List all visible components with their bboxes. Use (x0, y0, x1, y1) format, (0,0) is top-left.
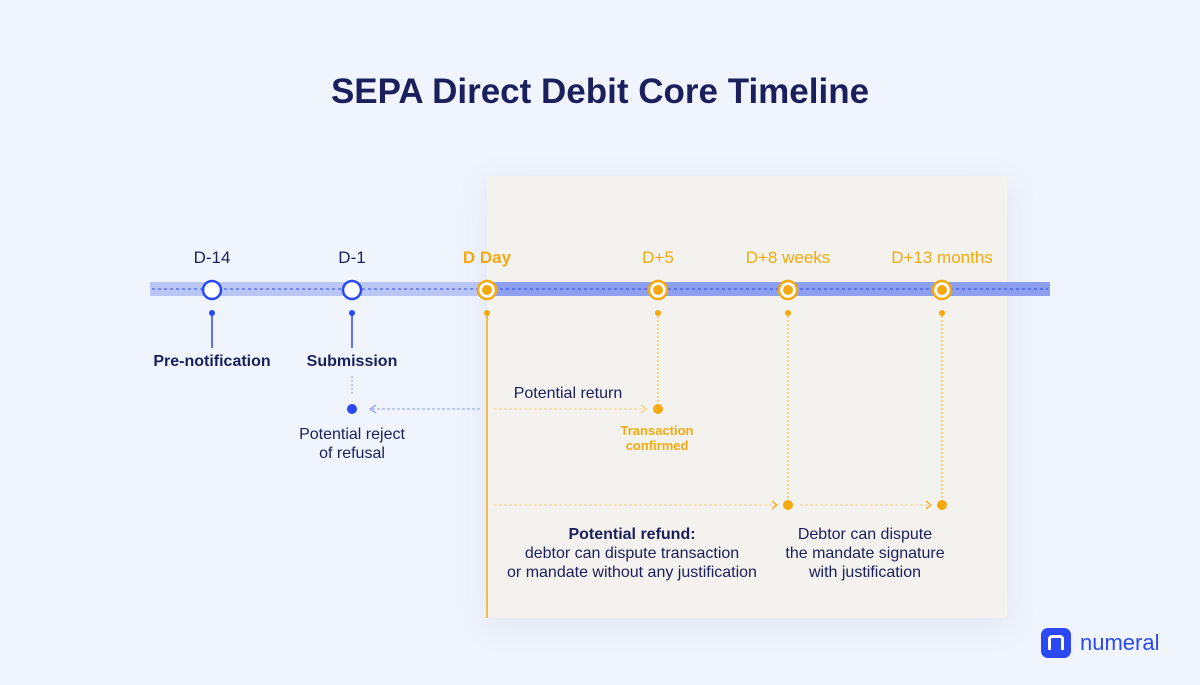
reject-arrow-head (368, 404, 377, 414)
milestone-d-14-label: D-14 (193, 248, 231, 267)
orange-markers (476, 279, 953, 301)
dispute-mandate-label: Debtor can dispute the mandate signature… (765, 525, 965, 582)
dispute-line-2: the mandate signature (785, 545, 945, 562)
refund-end-dot (783, 500, 793, 510)
dispute-line-1: Debtor can dispute (797, 526, 933, 543)
page-title: SEPA Direct Debit Core Timeline (330, 72, 870, 111)
numeral-logo-icon (1041, 628, 1071, 658)
numeral-logo: numeral (1041, 628, 1159, 658)
timeline-band-right (487, 282, 1050, 296)
potential-reject-label: Potential reject of refusal (272, 425, 432, 463)
post-settlement-panel (487, 176, 1007, 618)
milestone-d-14-marker (201, 279, 223, 301)
milestone-d+13m-label: D+13 months (891, 248, 993, 267)
confirmed-line-1: Transaction (620, 423, 694, 438)
reject-line-1: Potential reject (299, 426, 405, 443)
transaction-confirmed-label: Transaction confirmed (587, 423, 727, 453)
potential-return-label: Potential return (513, 385, 623, 402)
pre-notification-label: Pre-notification (153, 353, 271, 370)
dispute-end-dot (937, 500, 947, 510)
refund-title: Potential refund: (568, 526, 696, 543)
refund-line-2: or mandate without any justification (507, 564, 757, 581)
confirmed-line-2: confirmed (625, 438, 689, 453)
reject-line-2: of refusal (319, 445, 385, 462)
milestone-d+5-label: D+5 (642, 248, 674, 267)
reject-dot (347, 404, 357, 414)
refund-line-1: debtor can dispute transaction (524, 545, 740, 562)
milestone-d-1-marker (341, 279, 363, 301)
potential-refund-label: Potential refund: debtor can dispute tra… (482, 525, 782, 582)
dispute-line-3: with justification (808, 564, 922, 581)
milestone-d+8w-label: D+8 weeks (745, 248, 831, 267)
confirmed-dot (653, 404, 663, 414)
numeral-logo-text: numeral (1080, 630, 1160, 655)
submission-label: Submission (306, 353, 398, 370)
milestone-d-day-label: D Day (462, 248, 512, 267)
milestone-d-1-label: D-1 (338, 248, 366, 267)
timeline-band-left (150, 282, 487, 296)
